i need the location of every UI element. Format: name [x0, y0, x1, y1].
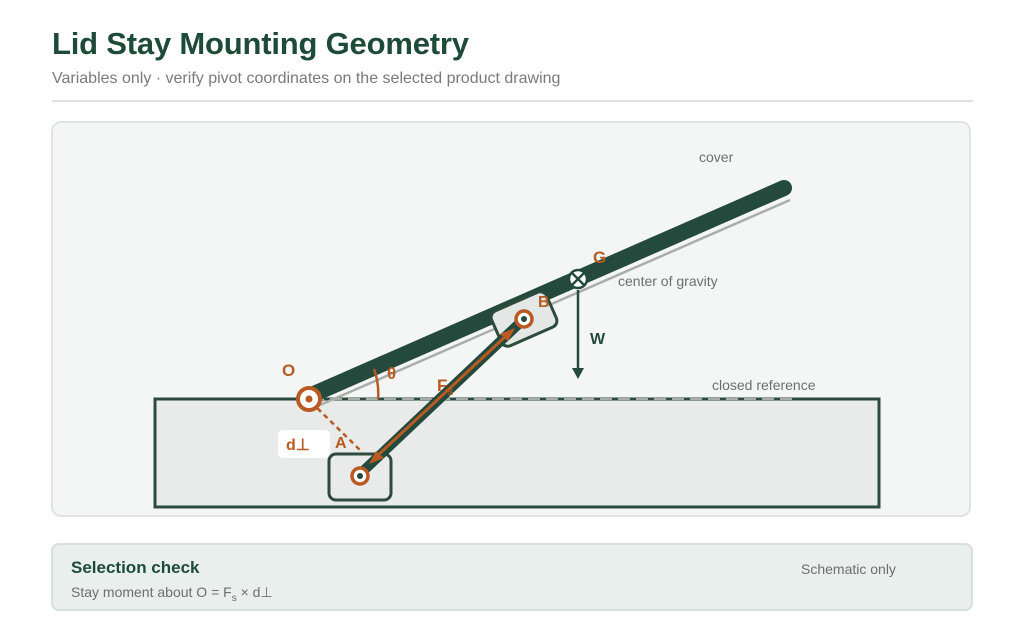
- stay-force-arrow: [375, 333, 509, 458]
- weight-label: W: [590, 331, 606, 348]
- perpendicular-distance-label: d⊥: [286, 437, 310, 454]
- selection-check-heading: Selection check: [71, 558, 200, 577]
- stay-force-label-sub: s: [447, 386, 453, 398]
- moment-formula-suffix: × d⊥: [236, 584, 273, 600]
- cover-label: cover: [699, 149, 734, 165]
- base-pivot-a-center: [357, 473, 363, 479]
- page-title: Lid Stay Mounting Geometry: [52, 26, 469, 61]
- header-divider: [52, 100, 973, 102]
- g-label: G: [593, 248, 606, 267]
- base-mount-label: A: [335, 435, 347, 452]
- moment-formula: Stay moment about O = Fs × d⊥: [71, 584, 273, 604]
- selection-check-panel: Selection check Stay moment about O = Fs…: [51, 543, 973, 611]
- distance-label-box: [278, 430, 330, 458]
- weight-arrowhead: [572, 368, 584, 379]
- page-subtitle: Variables only · verify pivot coordinate…: [52, 70, 561, 87]
- diagram-panel: cover G center of gravity W closed refer…: [51, 121, 971, 517]
- closed-reference-label: closed reference: [712, 377, 816, 393]
- moment-formula-prefix: Stay moment about O = F: [71, 584, 232, 600]
- circled-x-icon: [567, 268, 589, 290]
- stay-force-arrowhead-lower: [369, 451, 384, 464]
- angle-arc: [372, 368, 380, 400]
- moment-formula-sub: s: [231, 592, 237, 604]
- lid-pivot-b-center: [521, 316, 527, 322]
- stay-force-arrowhead-upper: [500, 328, 515, 341]
- center-of-gravity-label: center of gravity: [618, 273, 718, 289]
- schematic-note: Schematic only: [801, 561, 896, 577]
- stay-force-label-main: F: [437, 376, 447, 395]
- angle-label: θ: [387, 364, 396, 383]
- stay-force-label: Fs: [437, 376, 454, 398]
- base-body: [153, 397, 881, 509]
- lid-mount-label: B: [538, 294, 550, 311]
- hinge-pivot-label: O: [282, 361, 295, 380]
- lid-reference-line: [319, 198, 791, 407]
- bullseye-pivot-icon: [296, 386, 322, 412]
- perpendicular-distance-line: [310, 401, 361, 451]
- mounting-diagram: cover G center of gravity W closed refer…: [153, 149, 881, 509]
